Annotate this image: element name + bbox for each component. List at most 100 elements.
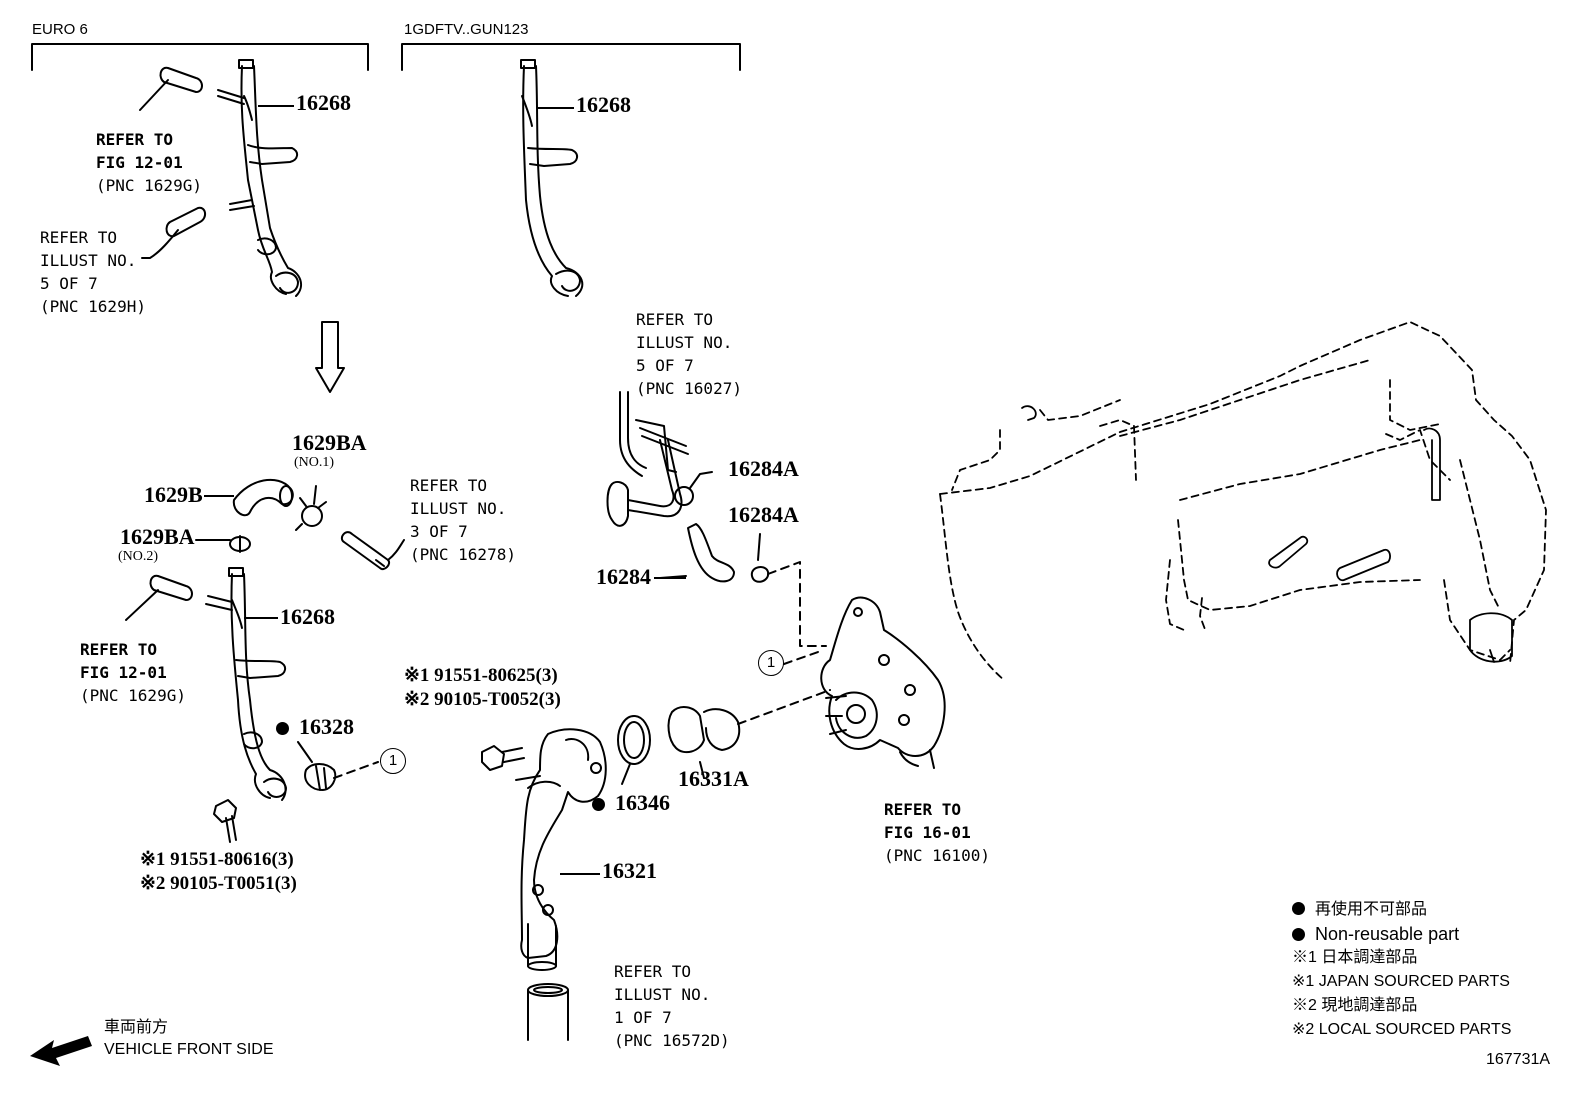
hose-1629H-top	[141, 206, 206, 259]
ref-line: 5 OF 7	[40, 274, 98, 293]
ref-line: (PNC 16572D)	[614, 1031, 730, 1050]
legend-jp-local: ※2 現地調達部品	[1292, 997, 1418, 1014]
callout-circle-left: 1	[380, 748, 406, 774]
part-1629B: 1629B	[144, 482, 203, 507]
pipe-16268-euro6	[217, 59, 303, 297]
part-16328: 16328	[276, 716, 354, 738]
part-16284: 16284	[596, 564, 651, 589]
ref-line: FIG 12-01	[80, 663, 167, 682]
non-reusable-dot-icon	[276, 722, 289, 735]
section-label-euro6: EURO 6	[32, 21, 88, 38]
hose-1629G-mid	[125, 574, 193, 621]
ref-illust5-top: REFER TO ILLUST NO. 5 OF 7 (PNC 1629H)	[40, 226, 146, 318]
ref-line: (PNC 16278)	[410, 545, 516, 564]
bolt-left	[213, 799, 237, 843]
leader-16284	[654, 577, 686, 579]
ref-line: (PNC 16100)	[884, 846, 990, 865]
part-16331A: 16331A	[678, 766, 749, 791]
part-16268-euro6: 16268	[296, 90, 351, 115]
part-16268-gdftv: 16268	[576, 92, 631, 117]
part-1629BA-no1: 1629BA	[292, 430, 367, 455]
legend-text: Non-reusable part	[1315, 924, 1460, 944]
vehicle-front-jp: 車両前方	[104, 1019, 169, 1036]
leader-16268-gdftv	[538, 107, 574, 109]
clamp-1629BA-no1	[295, 485, 327, 531]
bolt-mid-japan: ※1 91551-80625(3)	[404, 665, 558, 686]
euro6-bracket	[31, 43, 369, 71]
legend-text: 再使用不可部品	[1315, 901, 1428, 918]
bolt-mid-parts: ※1 91551-80625(3)※2 90105-T0052(3)	[404, 664, 561, 712]
callout-circle-right: 1	[758, 650, 784, 676]
clamp-1629BA-no2	[195, 535, 251, 553]
water-pump	[820, 596, 946, 769]
legend-local: ※2 LOCAL SOURCED PARTS	[1292, 1021, 1512, 1038]
dash-line-1-mid	[783, 651, 819, 665]
legend-japan: ※1 JAPAN SOURCED PARTS	[1292, 973, 1510, 990]
part-1629BA-no2-note: (NO.2)	[118, 549, 159, 564]
vehicle-front-en: VEHICLE FRONT SIDE	[104, 1041, 274, 1058]
hose-16278-ref	[340, 531, 405, 570]
ref-illust3: REFER TO ILLUST NO. 3 OF 7 (PNC 16278)	[410, 474, 516, 566]
ref-illust5-mid: REFER TO ILLUST NO. 5 OF 7 (PNC 16027)	[636, 308, 742, 400]
engine-block	[939, 321, 1547, 681]
dash-line-axis	[737, 689, 831, 725]
ref-line: ILLUST NO.	[614, 985, 711, 1004]
section-label-gdftv: 1GDFTV..GUN123	[404, 21, 529, 38]
leader-1629B	[204, 495, 234, 497]
clamp-16284A-top	[674, 471, 713, 506]
pipe-16268-lower	[205, 567, 287, 801]
leader-16268-euro6	[258, 105, 294, 107]
thermostat-16331A	[667, 706, 741, 779]
leader-16321	[560, 873, 600, 875]
part-1629BA-no2: 1629BA	[120, 524, 195, 549]
ref-line: (PNC 1629G)	[80, 686, 186, 705]
part-16346-number: 16346	[615, 790, 670, 815]
non-reusable-dot-icon	[592, 798, 605, 811]
bolt-left-local: ※2 90105-T0051(3)	[140, 873, 297, 894]
pipe-16027-ref	[606, 391, 689, 527]
pipe-16268-gdftv	[520, 59, 584, 297]
ref-line: 1 OF 7	[614, 1008, 672, 1027]
ref-illust1: REFER TO ILLUST NO. 1 OF 7 (PNC 16572D)	[614, 960, 730, 1052]
ref-line: 3 OF 7	[410, 522, 468, 541]
water-pipe-lower	[527, 983, 569, 1041]
ref-fig1201-mid: REFER TO FIG 12-01 (PNC 1629G)	[80, 638, 186, 707]
legend: 再使用不可部品 Non-reusable part ※1 日本調達部品 ※1 J…	[1292, 898, 1511, 1042]
part-16268-lower: 16268	[280, 604, 335, 629]
ref-line: REFER TO	[80, 640, 158, 659]
vehicle-front-arrow-icon	[30, 1036, 92, 1066]
part-16284A-bottom: 16284A	[728, 502, 799, 527]
ref-line: 5 OF 7	[636, 356, 694, 375]
part-1629BA-no1-note: (NO.1)	[294, 455, 335, 470]
down-arrow-icon	[315, 321, 345, 393]
ref-line: ILLUST NO.	[410, 499, 507, 518]
gasket-16346	[617, 715, 651, 785]
ref-line: FIG 12-01	[96, 153, 183, 172]
legend-jp-japan: ※1 日本調達部品	[1292, 949, 1418, 966]
ref-line: (PNC 1629G)	[96, 176, 202, 195]
non-reusable-dot-icon	[1292, 928, 1305, 941]
ref-line: ILLUST NO.	[40, 251, 137, 270]
dash-line-pipe	[767, 561, 827, 647]
clamp-16328	[297, 741, 337, 791]
housing-16321	[515, 728, 607, 971]
ref-line: FIG 16-01	[884, 823, 971, 842]
figure-id: 167731A	[1486, 1051, 1551, 1068]
part-16346: 16346	[592, 792, 670, 814]
ref-line: REFER TO	[410, 476, 488, 495]
legend-nonreuse: Non-reusable part	[1292, 922, 1511, 946]
legend-jp-nonreuse: 再使用不可部品	[1292, 898, 1511, 922]
ref-fig1601: REFER TO FIG 16-01 (PNC 16100)	[884, 798, 990, 867]
ref-line: REFER TO	[884, 800, 962, 819]
gdftv-bracket	[401, 43, 741, 71]
part-16321: 16321	[602, 858, 657, 883]
ref-line: (PNC 1629H)	[40, 297, 146, 316]
part-16328-number: 16328	[299, 714, 354, 739]
ref-line: REFER TO	[614, 962, 692, 981]
ref-line: ILLUST NO.	[636, 333, 733, 352]
ref-line: REFER TO	[96, 130, 174, 149]
hose-1629B	[232, 479, 294, 517]
bolt-left-parts: ※1 91551-80616(3)※2 90105-T0051(3)	[140, 848, 297, 896]
